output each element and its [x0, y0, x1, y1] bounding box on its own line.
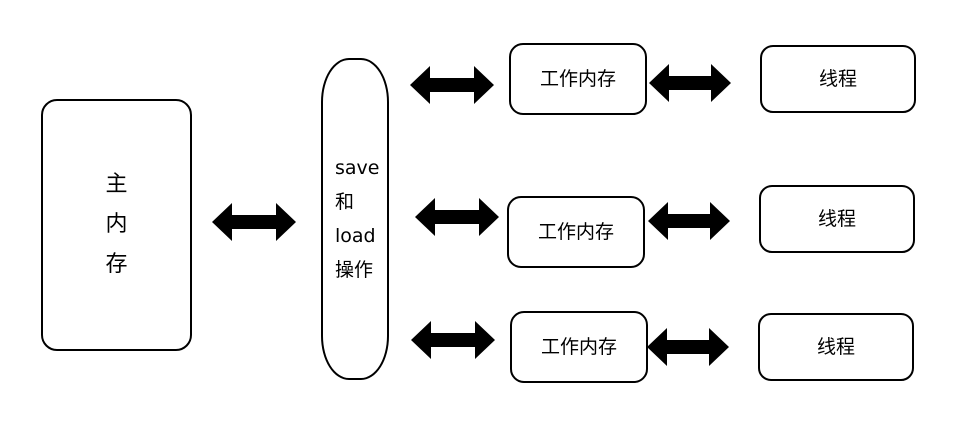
working-memory-label: 工作内存: [540, 335, 617, 358]
save-load-operations-box: save 和 load 操作: [321, 58, 389, 380]
double-arrow-ops-to-working-memory-3: [411, 321, 495, 359]
thread-box-2: 线程: [759, 185, 915, 253]
working-memory-box-2: 工作内存: [507, 196, 645, 268]
working-memory-label: 工作内存: [537, 220, 614, 243]
thread-box-1: 线程: [760, 45, 916, 113]
double-arrow-ops-to-working-memory-2: [415, 198, 499, 236]
double-arrow-main-to-ops: [212, 203, 296, 241]
double-arrow-working-memory-to-thread-1: [649, 64, 731, 102]
ops-line-save: save: [335, 157, 380, 179]
thread-label: 线程: [818, 67, 857, 90]
ops-line-load: load: [335, 225, 376, 247]
thread-label: 线程: [816, 335, 855, 358]
double-arrow-ops-to-working-memory-1: [410, 66, 494, 104]
main-memory-box: 主 内 存: [41, 99, 192, 351]
working-memory-box-1: 工作内存: [509, 43, 647, 115]
thread-label: 线程: [817, 207, 856, 230]
working-memory-box-3: 工作内存: [510, 311, 648, 383]
ops-line-operation: 操作: [335, 259, 374, 281]
main-memory-char: 主: [105, 172, 128, 197]
main-memory-char: 内: [105, 212, 128, 237]
thread-box-3: 线程: [758, 313, 914, 381]
double-arrow-working-memory-to-thread-2: [648, 202, 730, 240]
working-memory-label: 工作内存: [539, 67, 616, 90]
double-arrow-working-memory-to-thread-3: [647, 328, 729, 366]
ops-line-and: 和: [335, 191, 355, 213]
main-memory-char: 存: [105, 252, 128, 277]
